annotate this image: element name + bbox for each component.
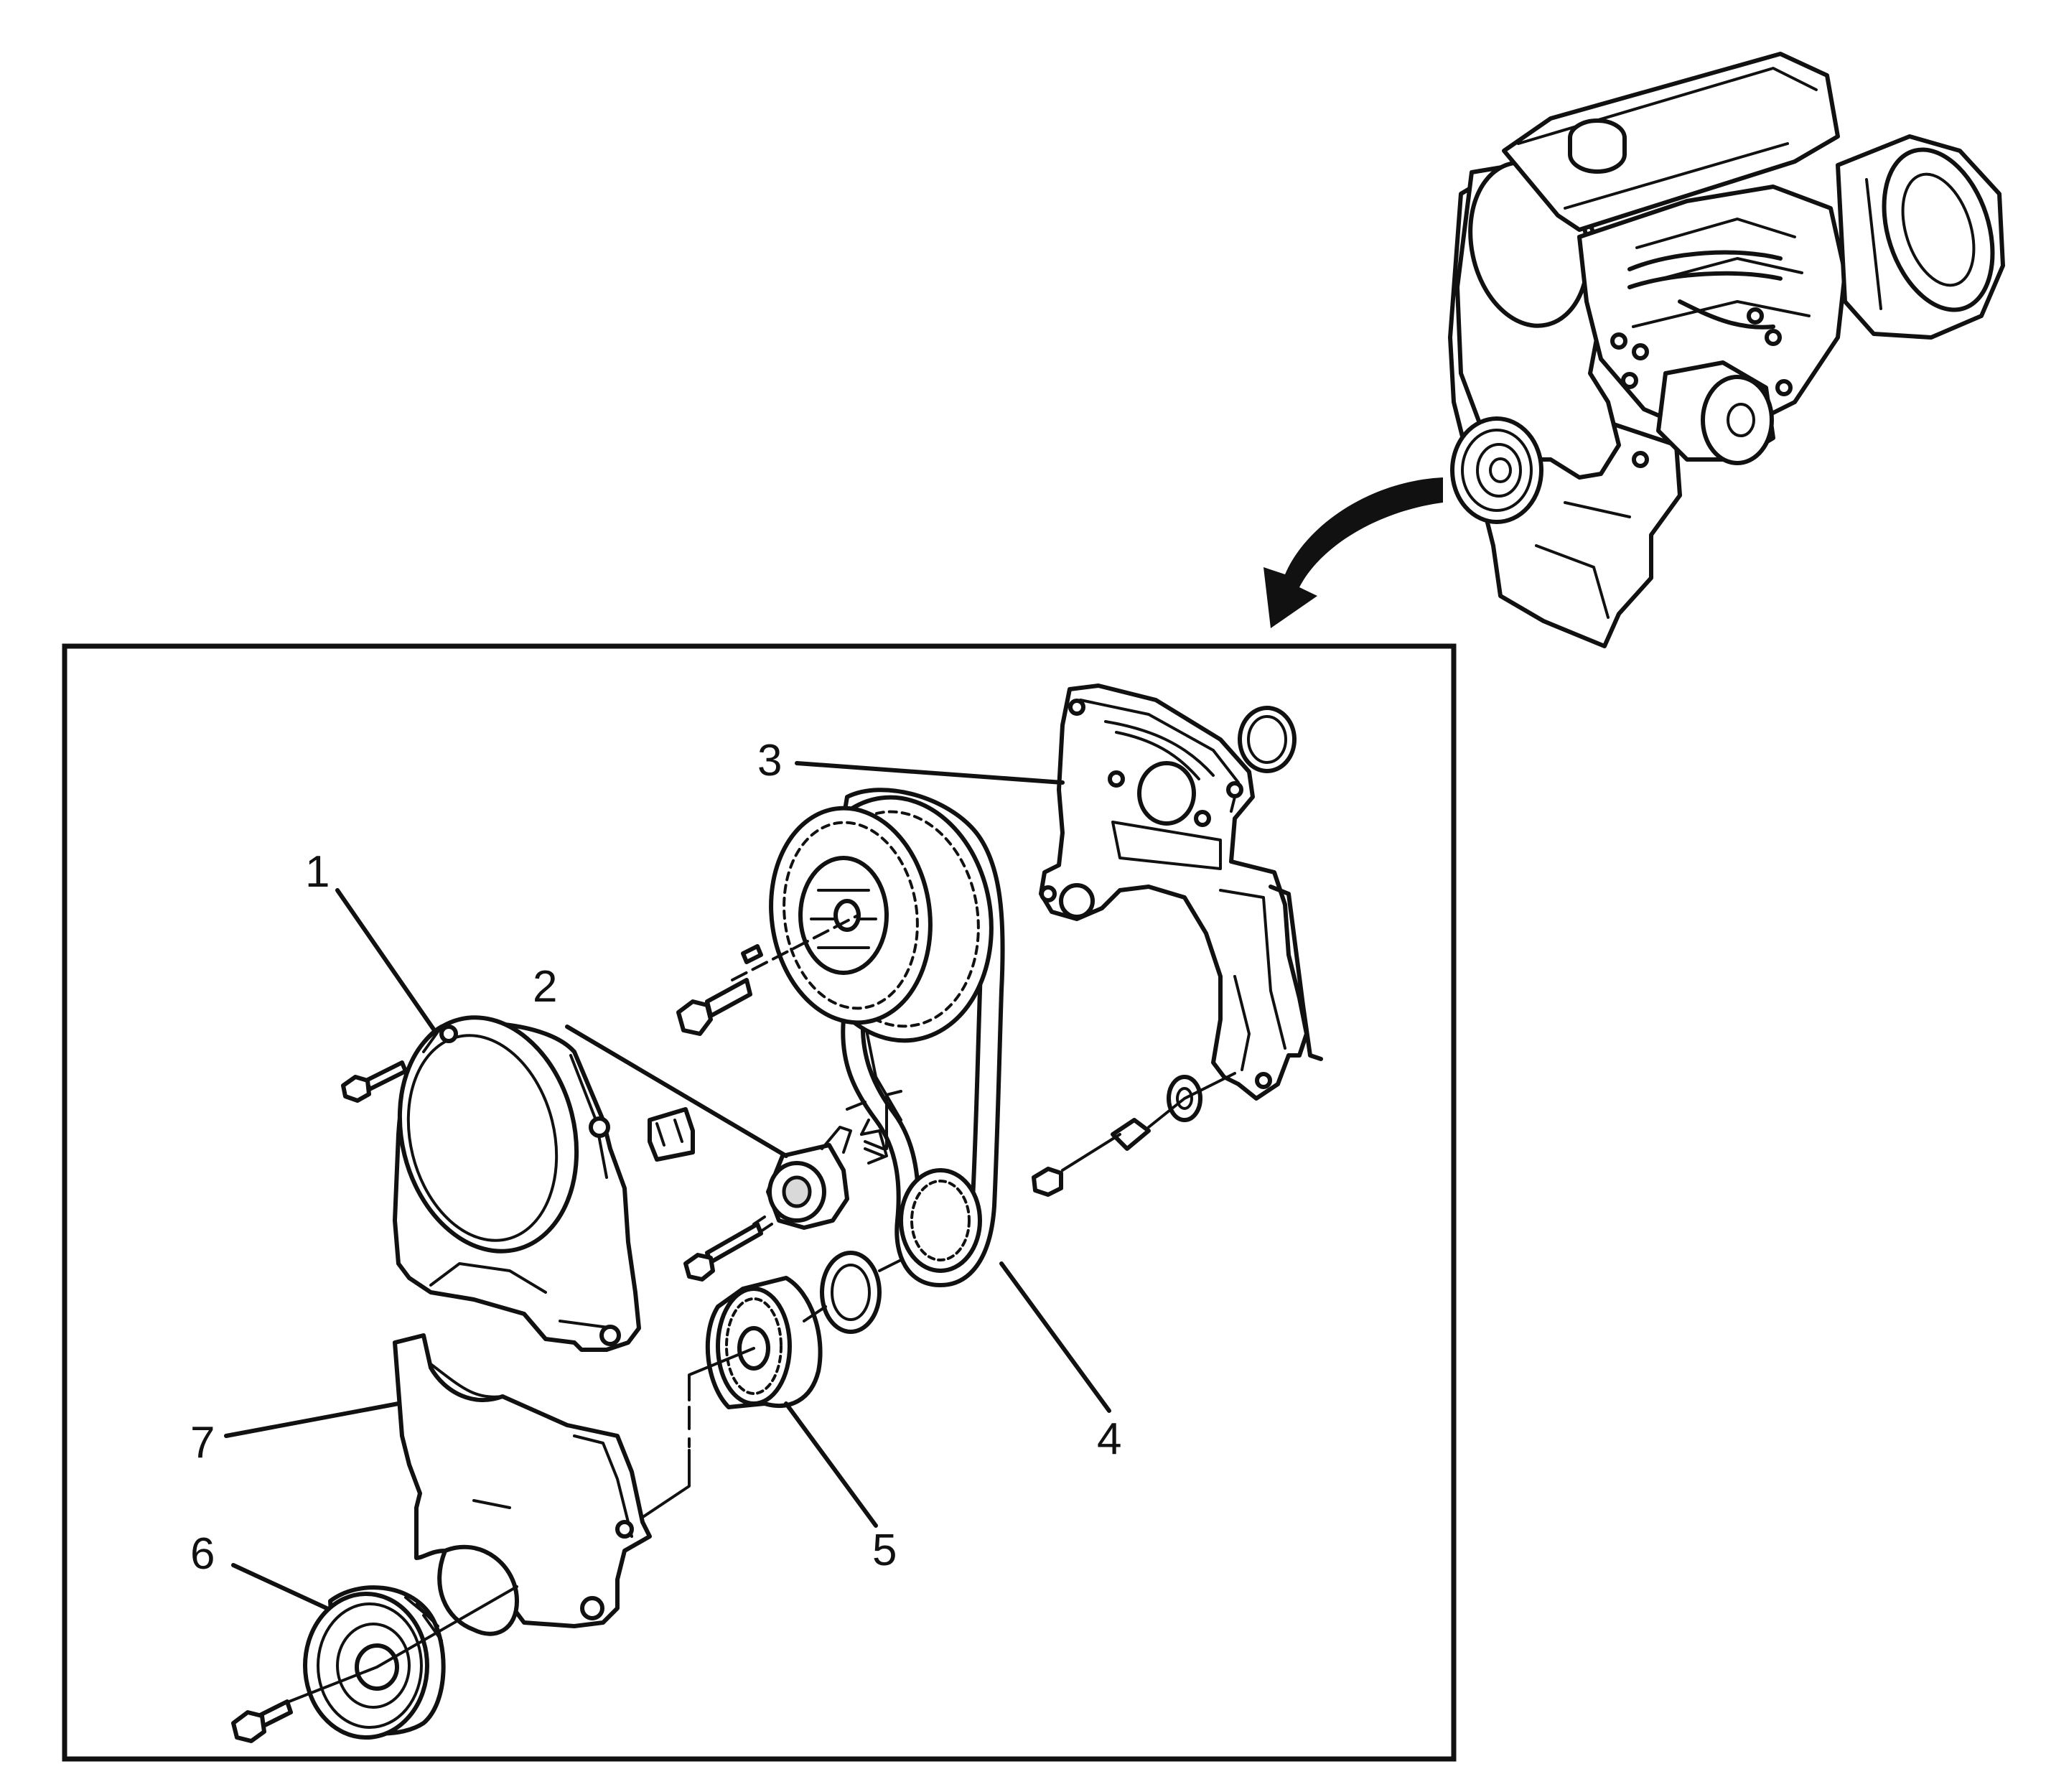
belt-tensioner <box>766 1090 902 1230</box>
idler-bolt <box>1032 1133 1121 1197</box>
crankshaft-pulley-bolt <box>231 1585 518 1743</box>
callout-5: 5 <box>872 1526 897 1575</box>
rear-timing-cover-plate <box>1039 683 1323 1101</box>
callout-7: 7 <box>190 1418 215 1467</box>
idler-pulley <box>1111 1072 1236 1151</box>
camshaft-seal <box>1238 706 1297 773</box>
engine-overview-illustration <box>1448 52 2005 648</box>
tensioner-bolt <box>683 1215 773 1282</box>
upper-cover-bolt <box>341 1060 408 1103</box>
callout-3: 3 <box>757 736 782 785</box>
upper-timing-cover <box>393 1015 641 1352</box>
callout-2: 2 <box>533 962 557 1012</box>
detail-frame <box>62 643 1457 1762</box>
callout-4: 4 <box>1097 1414 1121 1464</box>
tensioner-spring-clip <box>648 1107 695 1162</box>
crankshaft-seal <box>803 1251 882 1334</box>
crankshaft-sprocket <box>705 1276 823 1409</box>
callout-1: 1 <box>305 847 330 897</box>
lower-timing-cover <box>393 1333 652 1636</box>
camshaft-sprocket-bolt <box>676 914 859 1036</box>
callout-6: 6 <box>190 1529 215 1579</box>
view-indicator-arrow <box>1263 477 1443 628</box>
callout-leaders <box>224 761 1111 1610</box>
belt-lower-sprocket <box>899 1168 982 1273</box>
